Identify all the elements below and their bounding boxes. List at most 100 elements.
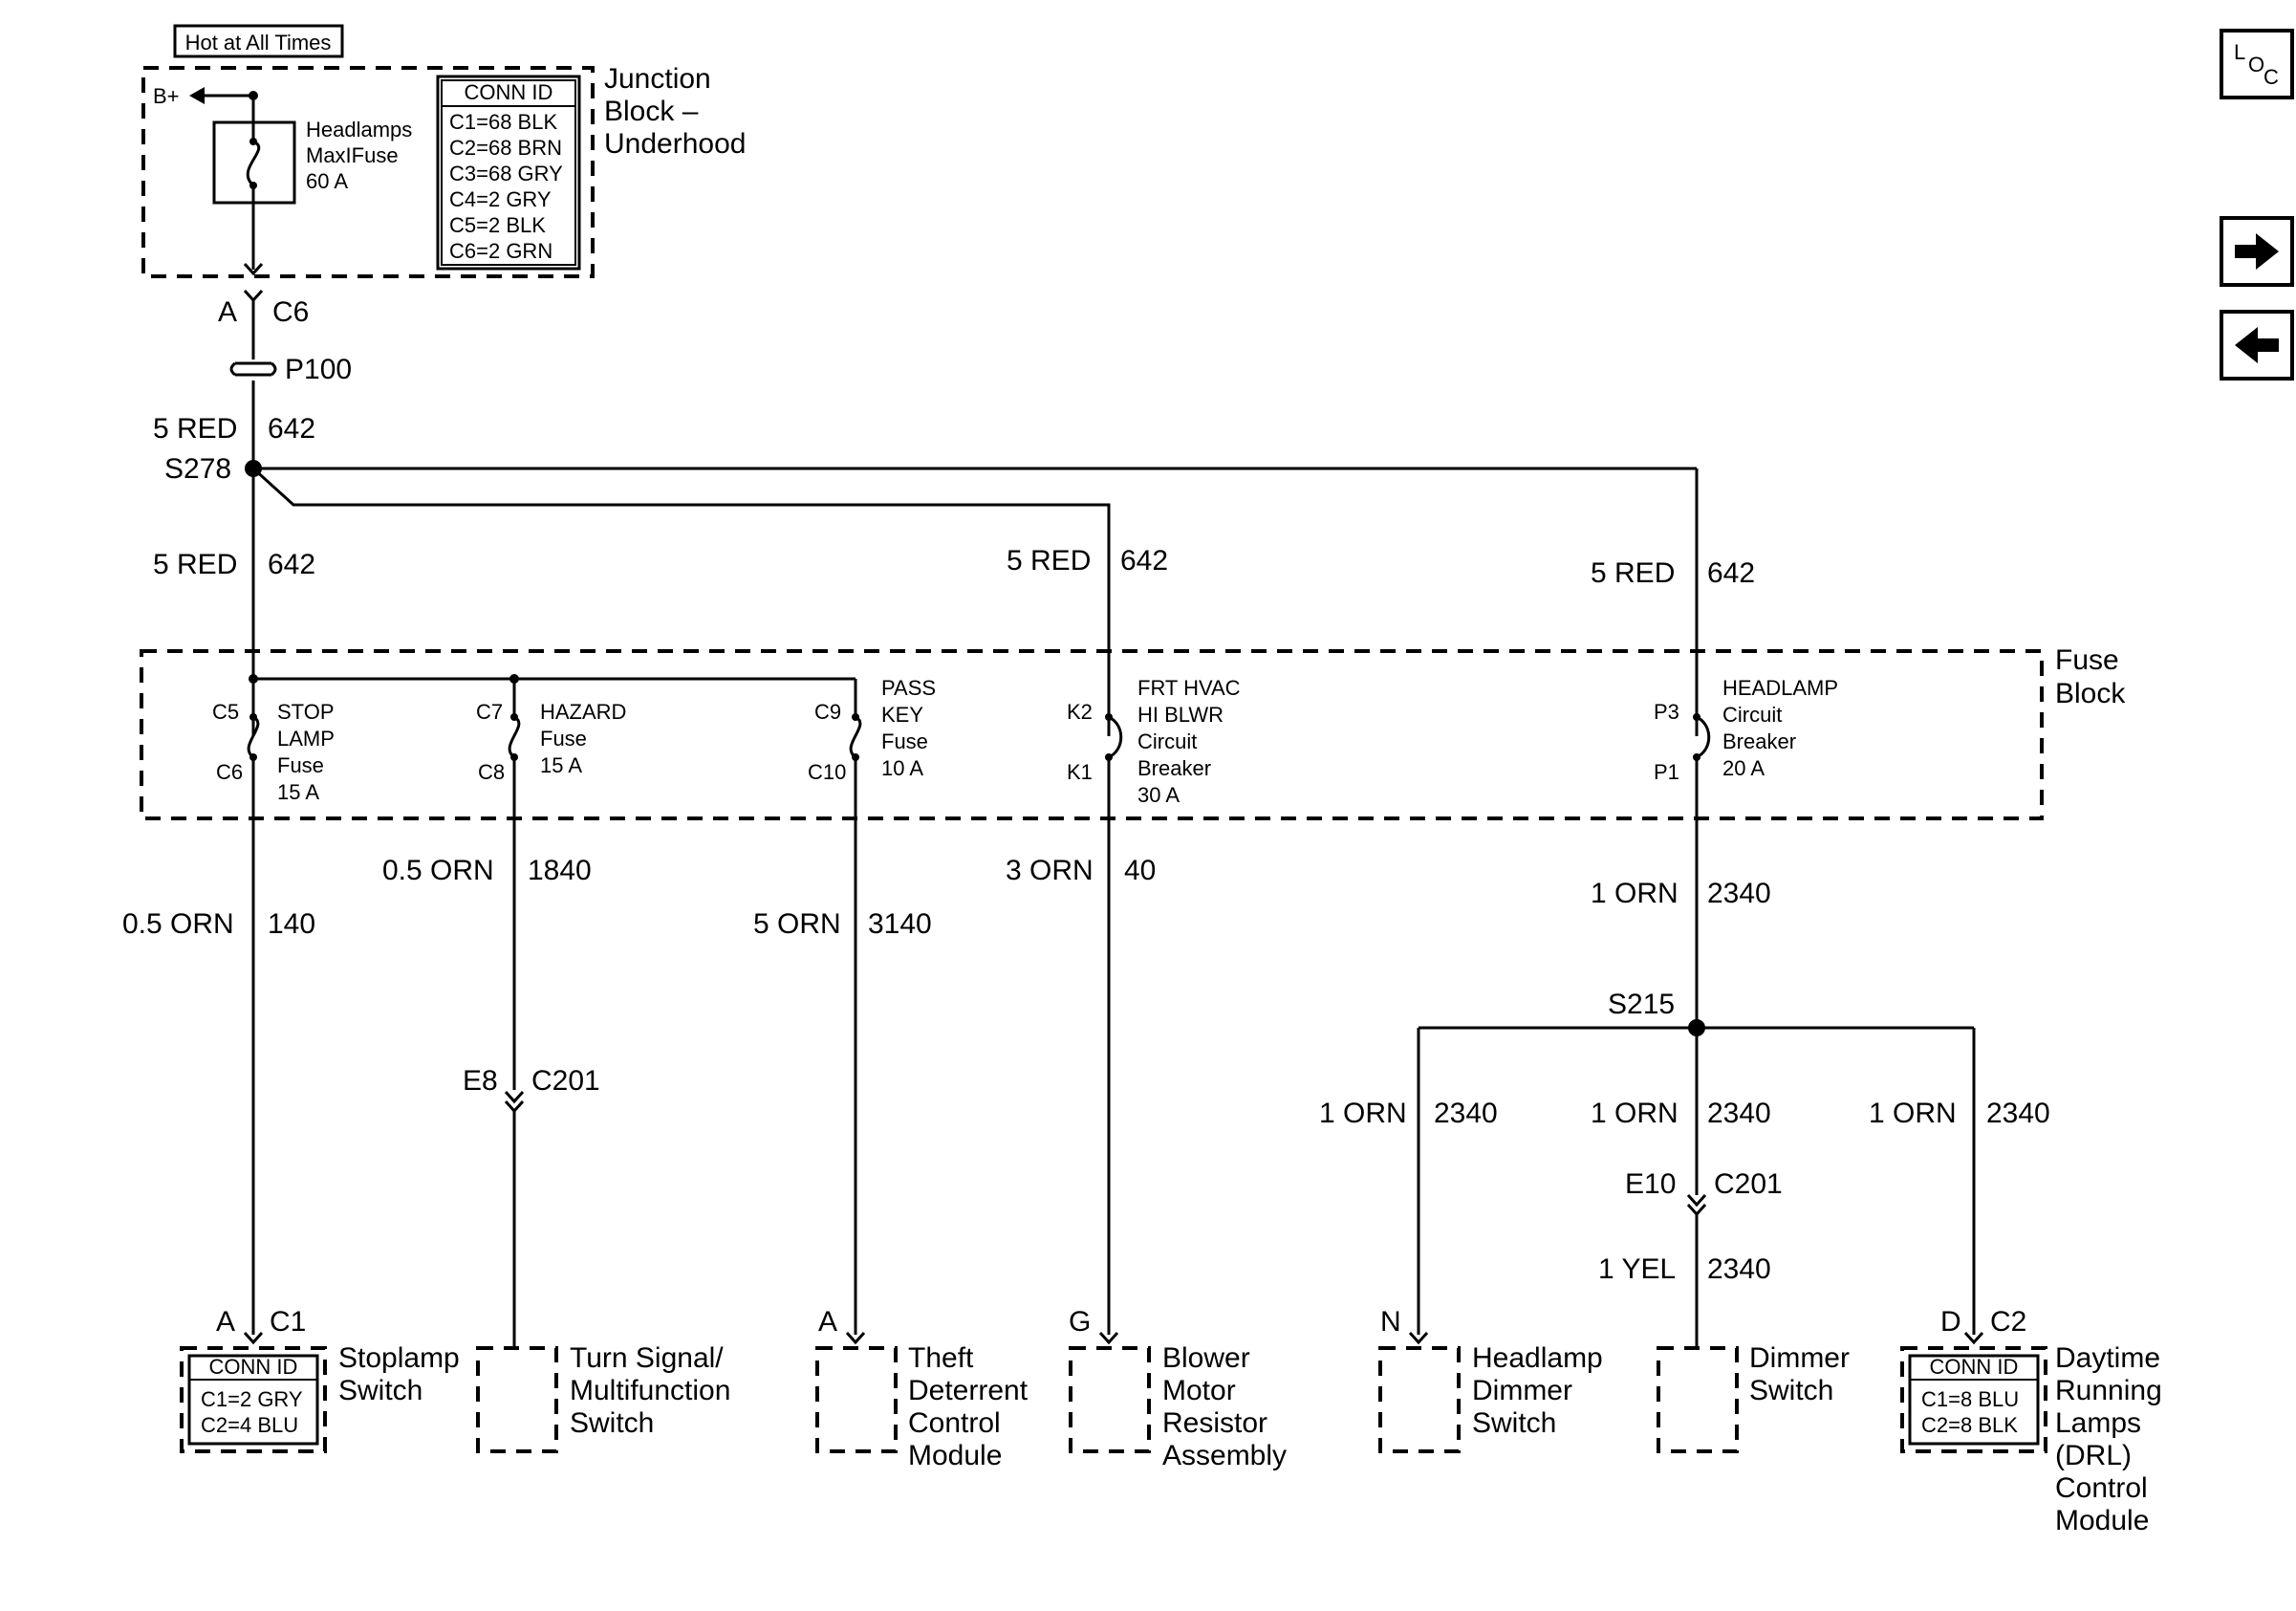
headlamp-breaker-name-3: Breaker [1722,729,1796,753]
hvac-breaker-icon [1108,715,1123,759]
blower-pin: G [1069,1306,1091,1338]
hvac-feed-wire [251,467,1111,736]
passkey-wire-gauge: 5 ORN [753,908,841,940]
maxifuse-label-3: 60 A [306,169,348,193]
headlamp-breaker-name-2: Circuit [1722,703,1782,727]
jb-conn-id-table [436,75,581,271]
hazard-fuse-out: C8 [478,760,505,784]
turn-signal-name-3: Switch [570,1407,654,1439]
hd-branch-circuit: 2340 [1434,1098,1498,1129]
dimmer-name-1: Dimmer [1749,1342,1850,1374]
hazard-fuse-name-1: HAZARD [540,700,626,724]
stop-lamp-fuse-name-3: Fuse [277,753,324,777]
headlamp-wire-gauge: 1 ORN [1591,878,1679,909]
blower-name-1: Blower [1162,1342,1250,1374]
theft-deterrent-module: A Theft Deterrent Control Module [815,1306,1029,1471]
s278-label: S278 [164,453,231,485]
drl-name-2: Running [2055,1375,2162,1406]
stop-lamp-fuse-in: C5 [212,700,239,724]
hot-at-all-times-label: Hot at All Times [185,31,332,54]
dimmer-wire-gauge: 1 YEL [1598,1253,1676,1285]
drl-name-4: (DRL) [2055,1440,2132,1471]
stop-lamp-fuse-name-1: STOP [277,700,335,724]
e8-connector-icon [504,1090,525,1104]
stoplamp-switch: A C1 CONN ID C1=2 GRY C2=4 BLU Stoplamp … [180,1306,460,1453]
s215-label: S215 [1608,989,1675,1020]
drl-name-6: Module [2055,1505,2149,1536]
stoplamp-conn-id-title: CONN ID [209,1355,298,1379]
stoplamp-name-2: Switch [338,1375,422,1406]
hazard-fuse-in: C7 [476,700,503,724]
pass-key-fuse-in: C9 [814,700,841,724]
maxifuse-label-1: Headlamps [306,118,412,142]
dimmer-switch: Dimmer Switch [1657,1342,1850,1453]
e10-conn-label: C201 [1714,1168,1783,1200]
right-branch-gauge: 5 RED [1591,557,1675,589]
blower-name-2: Motor [1162,1375,1236,1406]
stop-lamp-fuse-out: C6 [216,760,243,784]
fuse-block-label-1: Fuse [2055,644,2119,676]
drl-branch-gauge: 1 ORN [1869,1098,1957,1129]
hd-branch-gauge: 1 ORN [1319,1098,1407,1129]
drl-name-1: Daytime [2055,1342,2160,1374]
jb-conn-row-3: C3=68 GRY [449,162,563,185]
drl-conn-row-2: C2=8 BLK [1921,1413,2018,1437]
e8-conn-label: C201 [531,1065,600,1097]
hazard-wire-circuit: 1840 [528,855,592,886]
left-branch-gauge: 5 RED [153,549,237,580]
hd-name-1: Headlamp [1472,1342,1603,1374]
theft-name-4: Module [908,1440,1002,1471]
headlamp-breaker-icon [1696,715,1711,759]
back-button[interactable] [2220,310,2294,381]
headlamp-breaker-name-4: 20 A [1722,756,1765,780]
jb-conn-row-6: C6=2 GRN [449,239,552,263]
left-branch-circuit: 642 [268,549,315,580]
main-wire-circuit: 642 [268,413,315,445]
pass-key-fuse-name-1: PASS [881,676,936,700]
hvac-breaker-name-2: HI BLWR [1137,703,1224,727]
pass-key-fuse-icon [849,715,862,759]
hvac-wire-gauge: 3 ORN [1006,855,1094,886]
headlamp-dimmer-switch: N Headlamp Dimmer Switch [1378,1306,1603,1453]
pass-key-fuse-name-2: KEY [881,703,923,727]
jb-conn-row-5: C5=2 BLK [449,213,546,237]
pass-key-fuse-out: C10 [808,760,846,784]
forward-button[interactable] [2220,216,2294,287]
stoplamp-conn-row-1: C1=2 GRY [201,1387,303,1411]
p100-label: P100 [285,354,352,385]
jb-connector-arrow-icon [243,262,264,276]
middle-branch-circuit: 642 [1120,545,1168,577]
maxifuse-symbol-icon [246,140,261,187]
bplus-arrow-icon [189,87,205,104]
hvac-breaker-name-1: FRT HVAC [1137,676,1241,700]
fuse-hazard: C7 C8 HAZARD Fuse 15 A [476,700,626,818]
headlamp-wire-circuit: 2340 [1707,878,1771,909]
jb-pin-label: A [218,296,237,328]
hvac-wire-circuit: 40 [1124,855,1156,886]
dimmer-name-2: Switch [1749,1375,1833,1406]
breaker-frt-hvac: K2 K1 FRT HVAC HI BLWR Circuit Breaker 3… [1067,676,1241,818]
stoplamp-wire-circuit: 140 [268,908,315,940]
theft-name-1: Theft [908,1342,974,1374]
stoplamp-name-1: Stoplamp [338,1342,460,1374]
arrow-left-icon [2235,327,2279,363]
jb-conn-label: C6 [272,296,309,328]
loc-letter-c: C [2264,65,2279,89]
turn-signal-name-1: Turn Signal/ [570,1342,724,1374]
hd-name-2: Dimmer [1472,1375,1572,1406]
e8-pin-label: E8 [463,1065,498,1097]
drl-branch-circuit: 2340 [1986,1098,2050,1129]
theft-name-2: Deterrent [908,1375,1029,1406]
loc-button[interactable]: L O C [2220,29,2294,99]
arrow-right-icon [2235,233,2279,270]
blower-motor-resistor: G Blower Motor Resistor Assembly [1069,1306,1287,1471]
hvac-breaker-name-3: Circuit [1137,729,1197,753]
stoplamp-conn: C1 [270,1306,306,1338]
loc-letter-l: L [2234,40,2245,64]
fuse-pass-key: C9 C10 PASS KEY Fuse 10 A [808,676,936,818]
maxifuse-label-2: MaxIFuse [306,143,399,167]
blower-name-3: Resistor [1162,1407,1267,1439]
theft-pin: A [818,1306,837,1338]
